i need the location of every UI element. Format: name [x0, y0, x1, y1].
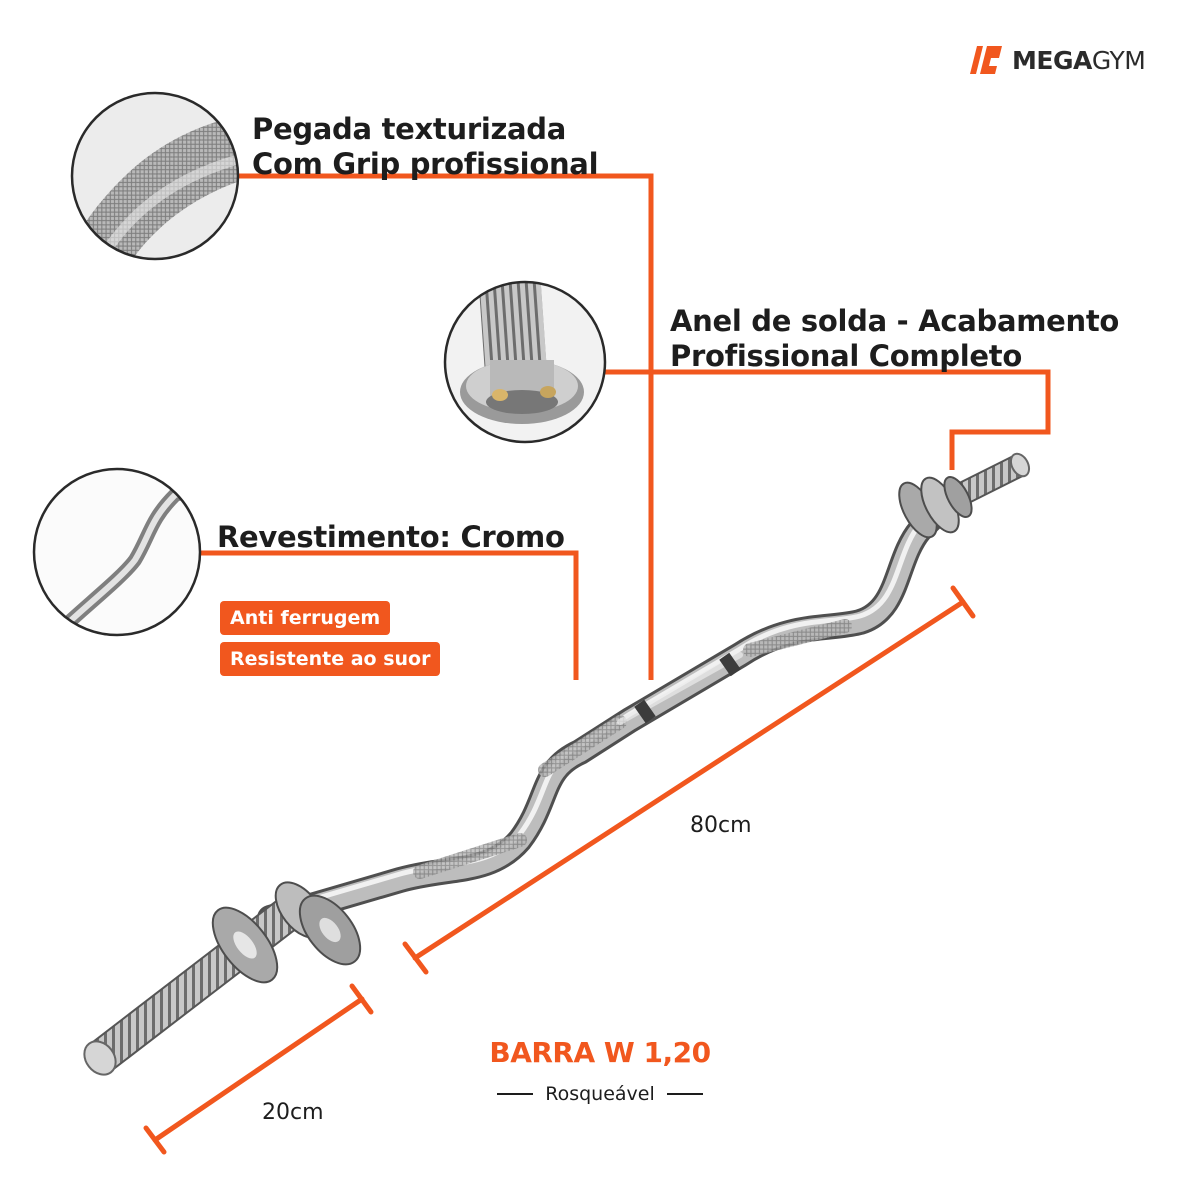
grip-closeup-image: [70, 91, 240, 261]
product-subtitle: Rosqueável: [545, 1083, 655, 1105]
product-subtitle-row: Rosqueável: [480, 1083, 720, 1105]
brand-name: MEGAGYM: [1012, 45, 1146, 75]
dimension-lines: [143, 585, 976, 1155]
grip-dimension-line: [412, 599, 966, 961]
product-title: BARRA W 1,20: [489, 1036, 711, 1069]
weld-feature-title: Anel de solda - Acabamento Profissional …: [670, 304, 1119, 374]
right-threaded-sleeve: [898, 452, 1031, 539]
sleeve-length-label: 20cm: [262, 1100, 324, 1125]
tag-sweat-resistant: Resistente ao suor: [220, 642, 441, 676]
ez-curl-bar: [83, 452, 1031, 1076]
brand-logo: MEGAGYM: [968, 42, 1146, 78]
subtitle-right-rule: [666, 1093, 703, 1095]
grip-callout-line: [237, 173, 654, 680]
megagym-logo-icon: [970, 46, 1002, 74]
weld-feature-line-2: Profissional Completo: [670, 339, 1022, 373]
sleeve-dimension-line: [152, 996, 365, 1143]
weld-callout-line: [605, 369, 1051, 470]
subtitle-left-rule: [497, 1093, 534, 1095]
curve-closeup-image: [32, 467, 202, 637]
weld-closeup-image: [443, 280, 607, 444]
coating-callout-line: [200, 550, 579, 680]
tag-anti-rust: Anti ferrugem: [220, 601, 391, 635]
grip-feature-line-2: Com Grip profissional: [252, 147, 599, 181]
weld-feature-line-1: Anel de solda - Acabamento: [670, 304, 1120, 338]
left-threaded-sleeve: [83, 881, 362, 1076]
grip-length-label: 80cm: [690, 813, 752, 838]
grip-feature-title: Pegada texturizada Com Grip profissional: [252, 112, 599, 182]
callout-lines: [200, 173, 1051, 680]
grip-feature-line-1: Pegada texturizada: [252, 112, 567, 146]
coating-feature-title: Revestimento: Cromo: [217, 520, 565, 554]
